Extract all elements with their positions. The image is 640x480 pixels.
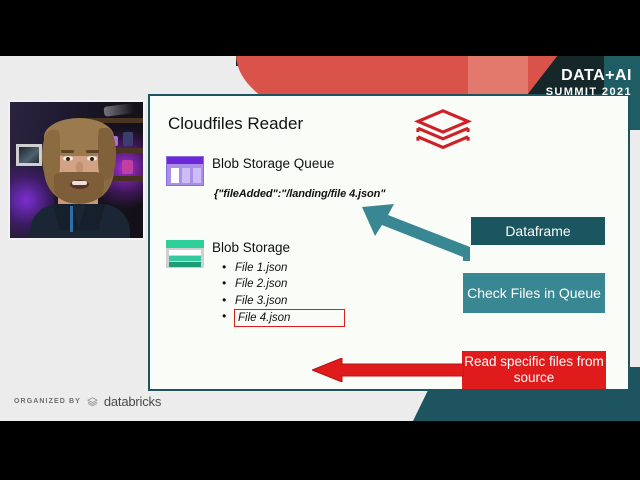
presenter-webcam-feed xyxy=(8,100,145,240)
summit-logo-title: DATA+AI xyxy=(561,67,632,84)
list-item: File 2.json xyxy=(220,275,345,292)
list-item-highlighted: File 4.json xyxy=(220,308,346,328)
organized-by: ORGANIZED BY databricks xyxy=(14,394,161,409)
letterbox-top xyxy=(0,0,640,56)
blob-storage-file-list: File 1.json File 2.json File 3.json File… xyxy=(220,259,346,328)
letterbox-bottom xyxy=(0,421,640,480)
blob-storage-queue-label: Blob Storage Queue xyxy=(212,156,335,171)
node-blob-storage-queue: Blob Storage Queue xyxy=(166,156,334,186)
queue-message-text: {"fileAdded":"/landing/file 4.json" xyxy=(214,188,386,200)
blob-storage-queue-icon xyxy=(166,156,204,186)
node-blob-storage: Blob Storage xyxy=(166,240,290,268)
callout-check-files-in-queue: Check Files in Queue xyxy=(463,273,605,313)
organized-by-label: ORGANIZED BY xyxy=(14,398,81,405)
blob-storage-label: Blob Storage xyxy=(212,240,291,255)
databricks-mark-icon xyxy=(86,397,98,407)
presentation-slide: DATA+AI SUMMIT 2021 ORGANIZED BY databri… xyxy=(0,56,640,421)
blob-storage-icon xyxy=(166,240,204,268)
list-item: File 3.json xyxy=(220,292,345,309)
organized-by-name: databricks xyxy=(103,394,162,409)
check-files-to-queue-arrow-icon xyxy=(362,204,470,261)
databricks-logo-icon xyxy=(413,109,473,150)
diagram-panel: Cloudfiles Reader Blob Storage Queue {"f… xyxy=(148,94,630,391)
list-item: File 1.json xyxy=(220,259,345,276)
callout-read-specific-files: Read specific files from source xyxy=(462,351,606,389)
summit-logo: DATA+AI SUMMIT 2021 xyxy=(528,68,632,101)
page-title: Cloudfiles Reader xyxy=(168,114,304,133)
callout-dataframe: Dataframe xyxy=(471,217,605,245)
summit-logo-subtitle: SUMMIT 2021 xyxy=(545,86,632,98)
read-files-to-file4-arrow-icon xyxy=(312,358,464,382)
